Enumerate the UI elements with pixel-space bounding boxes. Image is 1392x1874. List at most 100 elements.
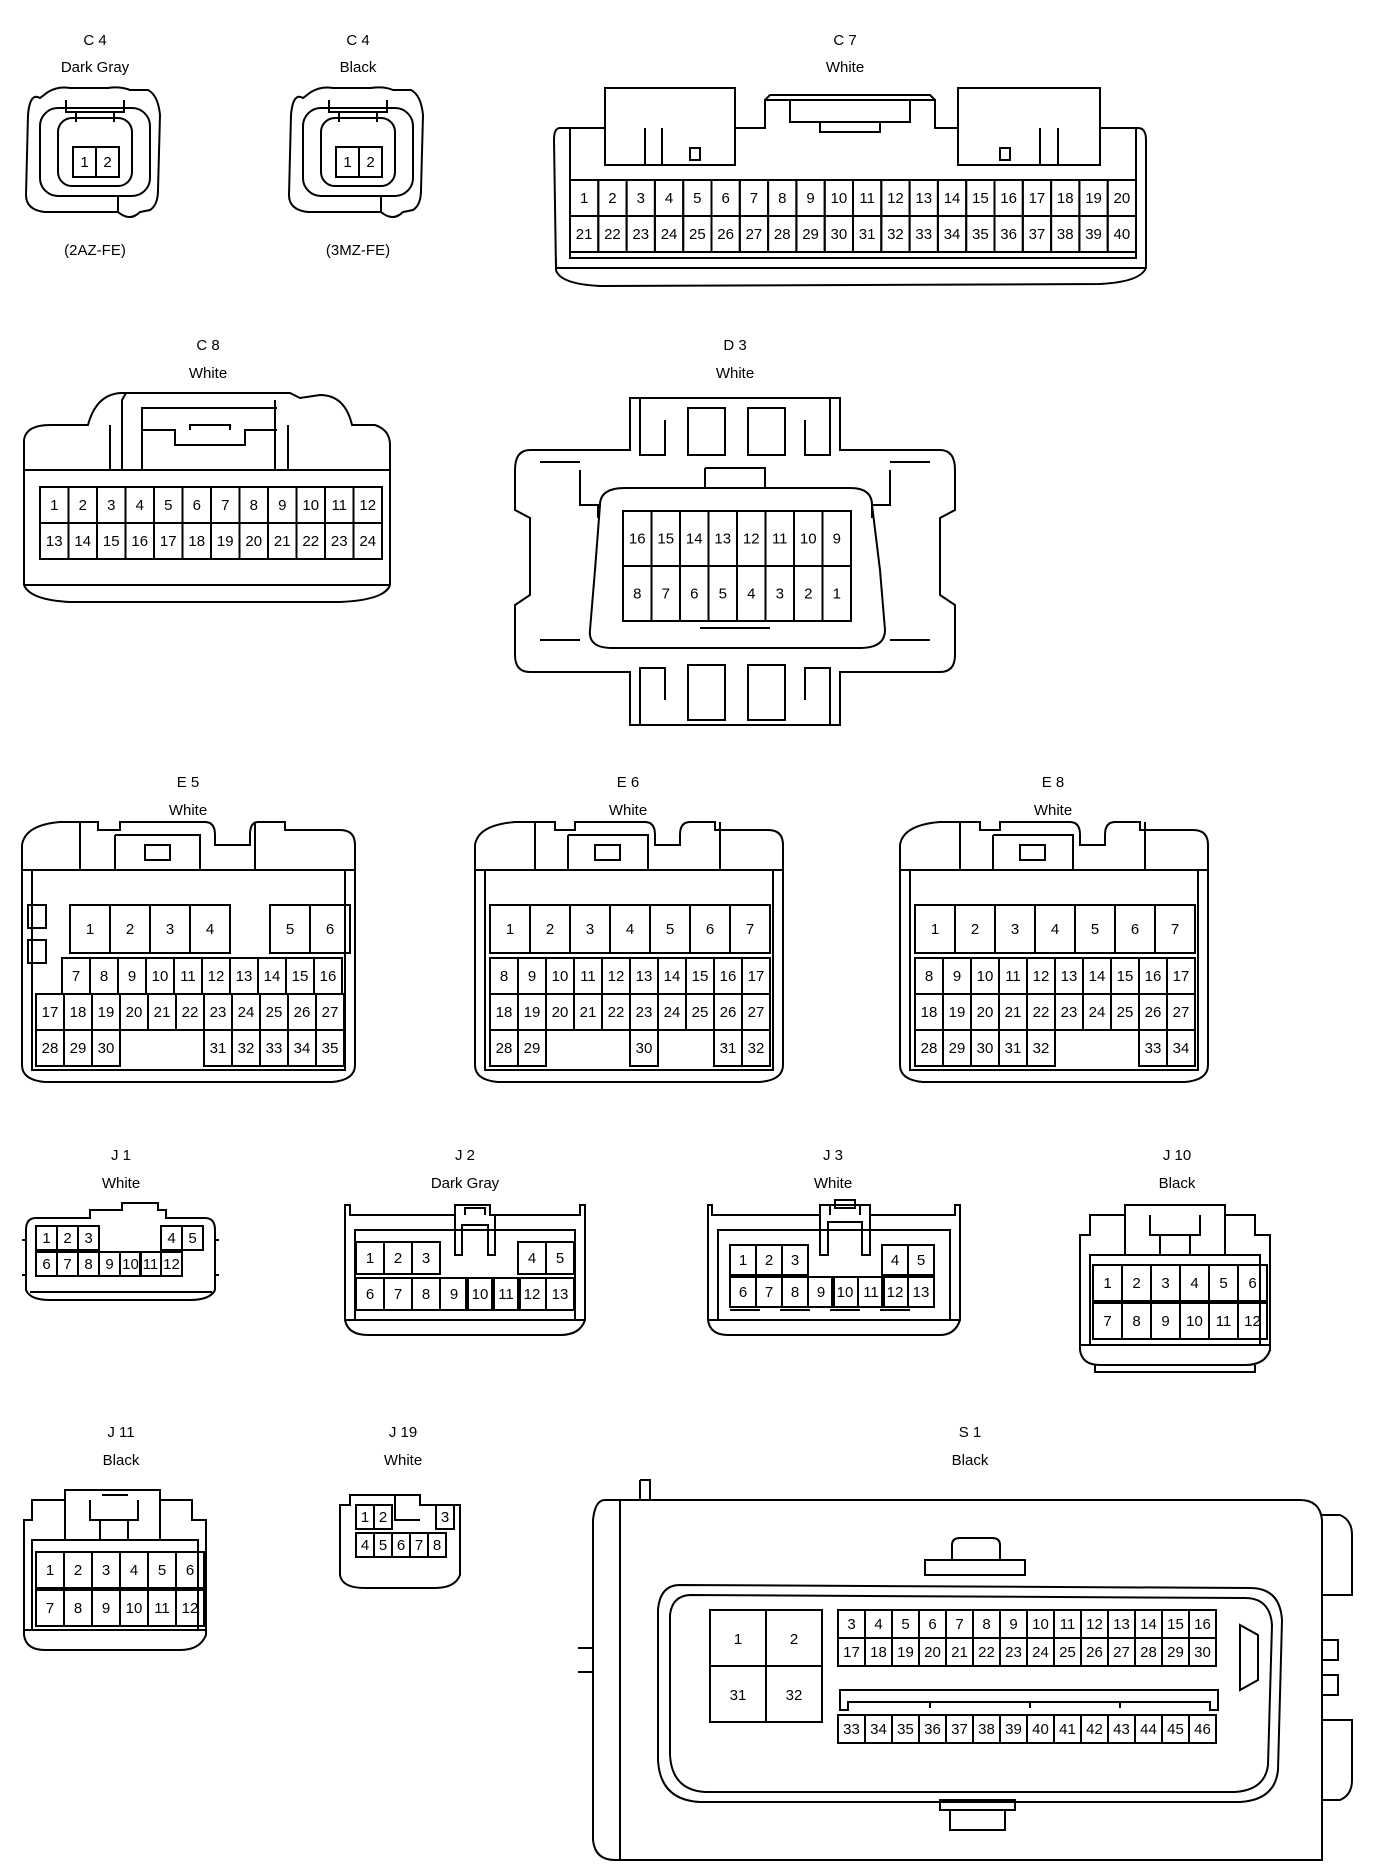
pin-number: 4 bbox=[206, 921, 214, 938]
pin-number: 27 bbox=[1113, 1644, 1130, 1661]
connector-c4-black bbox=[287, 86, 425, 218]
pin-number: 15 bbox=[972, 190, 989, 207]
connector-c7 bbox=[552, 87, 1147, 288]
pin-number: 14 bbox=[1089, 968, 1106, 985]
pin-number: 1 bbox=[46, 1562, 54, 1579]
pin-number: 1 bbox=[80, 154, 88, 171]
connector-s1 bbox=[578, 1479, 1353, 1861]
pin-number: 8 bbox=[982, 1616, 990, 1633]
pin-number: 21 bbox=[580, 1004, 597, 1021]
pin-number: 10 bbox=[126, 1600, 143, 1617]
pin-number: 23 bbox=[331, 533, 348, 550]
pin-number: 29 bbox=[949, 1040, 966, 1057]
connector-j3-code: J 3 bbox=[823, 1147, 843, 1164]
pin-number: 10 bbox=[552, 968, 569, 985]
pin-number: 1 bbox=[734, 1631, 742, 1648]
pin-number: 4 bbox=[130, 1562, 138, 1579]
pin-number: 5 bbox=[693, 190, 701, 207]
pin-number: 8 bbox=[1132, 1313, 1140, 1330]
pin-number: 5 bbox=[188, 1230, 196, 1247]
pin-number: 5 bbox=[901, 1616, 909, 1633]
pin-number: 15 bbox=[657, 531, 674, 548]
pin-number: 16 bbox=[131, 533, 148, 550]
pin-number: 11 bbox=[331, 497, 347, 514]
pin-number: 2 bbox=[1132, 1275, 1140, 1292]
pin-number: 2 bbox=[790, 1631, 798, 1648]
pin-number: 41 bbox=[1059, 1721, 1076, 1738]
pin-number: 8 bbox=[500, 968, 508, 985]
pin-number: 14 bbox=[264, 968, 281, 985]
pin-number: 8 bbox=[778, 190, 786, 207]
pin-number: 10 bbox=[122, 1256, 139, 1273]
pin-number: 12 bbox=[524, 1286, 541, 1303]
pin-number: 8 bbox=[250, 497, 258, 514]
pin-number: 13 bbox=[552, 1286, 569, 1303]
pin-number: 45 bbox=[1167, 1721, 1184, 1738]
pin-cell bbox=[439, 1277, 469, 1311]
pin-number: 28 bbox=[42, 1040, 59, 1057]
pin-number: 32 bbox=[238, 1040, 255, 1057]
pin-number: 20 bbox=[1114, 190, 1131, 207]
pin-number: 8 bbox=[925, 968, 933, 985]
pin-number: 24 bbox=[661, 226, 678, 243]
pin-number: 2 bbox=[546, 921, 554, 938]
pin-number: 9 bbox=[102, 1600, 110, 1617]
pin-number: 3 bbox=[166, 921, 174, 938]
pin-number: 35 bbox=[972, 226, 989, 243]
pin-number: 8 bbox=[633, 586, 641, 603]
pin-number: 17 bbox=[42, 1004, 59, 1021]
pin-number: 11 bbox=[1216, 1313, 1232, 1330]
connector-e5-color: White bbox=[169, 802, 207, 819]
pin-number: 39 bbox=[1005, 1721, 1022, 1738]
pin-number: 13 bbox=[714, 531, 731, 548]
connector-c4-dark-gray bbox=[24, 86, 162, 218]
pin-number: 16 bbox=[1000, 190, 1017, 207]
pin-number: 10 bbox=[831, 190, 848, 207]
pin-number: 5 bbox=[556, 1250, 564, 1267]
pin-number: 4 bbox=[747, 586, 755, 603]
pin-number: 37 bbox=[951, 1721, 968, 1738]
pin-number: 25 bbox=[266, 1004, 283, 1021]
pin-cell bbox=[427, 1532, 447, 1558]
pin-number: 4 bbox=[167, 1230, 175, 1247]
connector-s1-color: Black bbox=[952, 1452, 989, 1469]
pin-number: 12 bbox=[182, 1600, 199, 1617]
pin-number: 29 bbox=[802, 226, 819, 243]
pin-number: 10 bbox=[302, 497, 319, 514]
pin-number: 9 bbox=[806, 190, 814, 207]
pin-number: 12 bbox=[1244, 1313, 1261, 1330]
pin-number: 13 bbox=[636, 968, 653, 985]
pin-cell bbox=[765, 1665, 823, 1723]
pin-number: 8 bbox=[100, 968, 108, 985]
pin-number: 18 bbox=[1057, 190, 1074, 207]
pin-number: 12 bbox=[359, 497, 376, 514]
connector-c4a-color: Dark Gray bbox=[61, 59, 130, 76]
connector-e6-code: E 6 bbox=[617, 774, 640, 791]
connector-e6-color: White bbox=[609, 802, 647, 819]
pin-number: 3 bbox=[586, 921, 594, 938]
pin-number: 3 bbox=[102, 1562, 110, 1579]
pin-cell bbox=[545, 1241, 575, 1275]
pin-number: 16 bbox=[720, 968, 737, 985]
pin-number: 17 bbox=[160, 533, 177, 550]
pin-number: 12 bbox=[887, 1284, 904, 1301]
pin-number: 24 bbox=[238, 1004, 255, 1021]
pin-number: 15 bbox=[1117, 968, 1134, 985]
pin-number: 3 bbox=[1011, 921, 1019, 938]
pin-number: 6 bbox=[706, 921, 714, 938]
pin-number: 20 bbox=[245, 533, 262, 550]
pin-number: 16 bbox=[1145, 968, 1162, 985]
pin-cell bbox=[781, 1244, 809, 1276]
pin-number: 19 bbox=[1085, 190, 1102, 207]
connector-j11 bbox=[23, 1489, 207, 1651]
pin-number: 18 bbox=[870, 1644, 887, 1661]
pin-number: 32 bbox=[887, 226, 904, 243]
pin-cell bbox=[857, 1276, 885, 1308]
pin-number: 9 bbox=[1009, 1616, 1017, 1633]
connector-d3-code: D 3 bbox=[723, 337, 746, 354]
pin-number: 33 bbox=[915, 226, 932, 243]
pin-number: 36 bbox=[924, 1721, 941, 1738]
pin-cell bbox=[189, 904, 231, 954]
pin-cell bbox=[729, 904, 771, 954]
pin-number: 40 bbox=[1114, 226, 1131, 243]
